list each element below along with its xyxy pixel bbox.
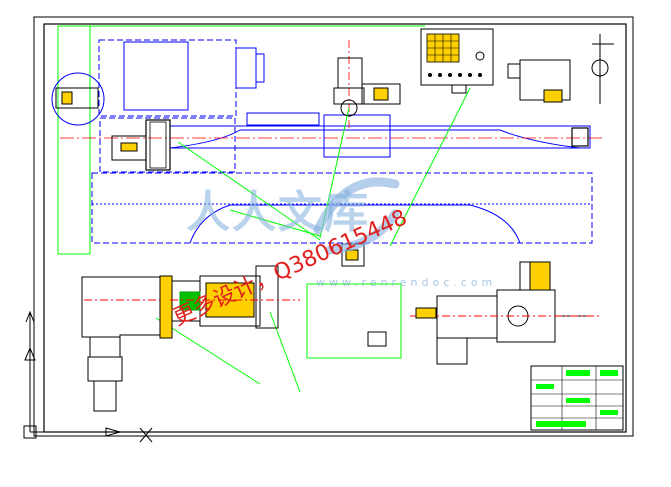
title-block [530,365,624,431]
ucs-origin-icon [23,425,37,439]
ucs-icon [24,310,122,437]
sheet-border [33,16,634,437]
headstock [98,39,265,173]
lathe-bed [91,172,593,244]
detail-center-box [306,243,402,359]
left-handwheel [51,72,105,126]
detail-cylinder [170,265,300,329]
leader-lines [155,87,471,393]
drawing-frame [43,23,627,433]
detail-elbow-motor [81,275,173,412]
toolpost-motor [333,57,401,117]
chuck-assembly [111,119,171,171]
crosshair-x-icon [139,427,153,443]
green-boundary-line [57,26,91,255]
cnc-control-panel[interactable] [420,28,494,94]
tailstock [507,34,614,147]
watermark-logo [313,177,400,255]
detail-gearbox [410,261,600,365]
carriage-rail [169,112,591,158]
